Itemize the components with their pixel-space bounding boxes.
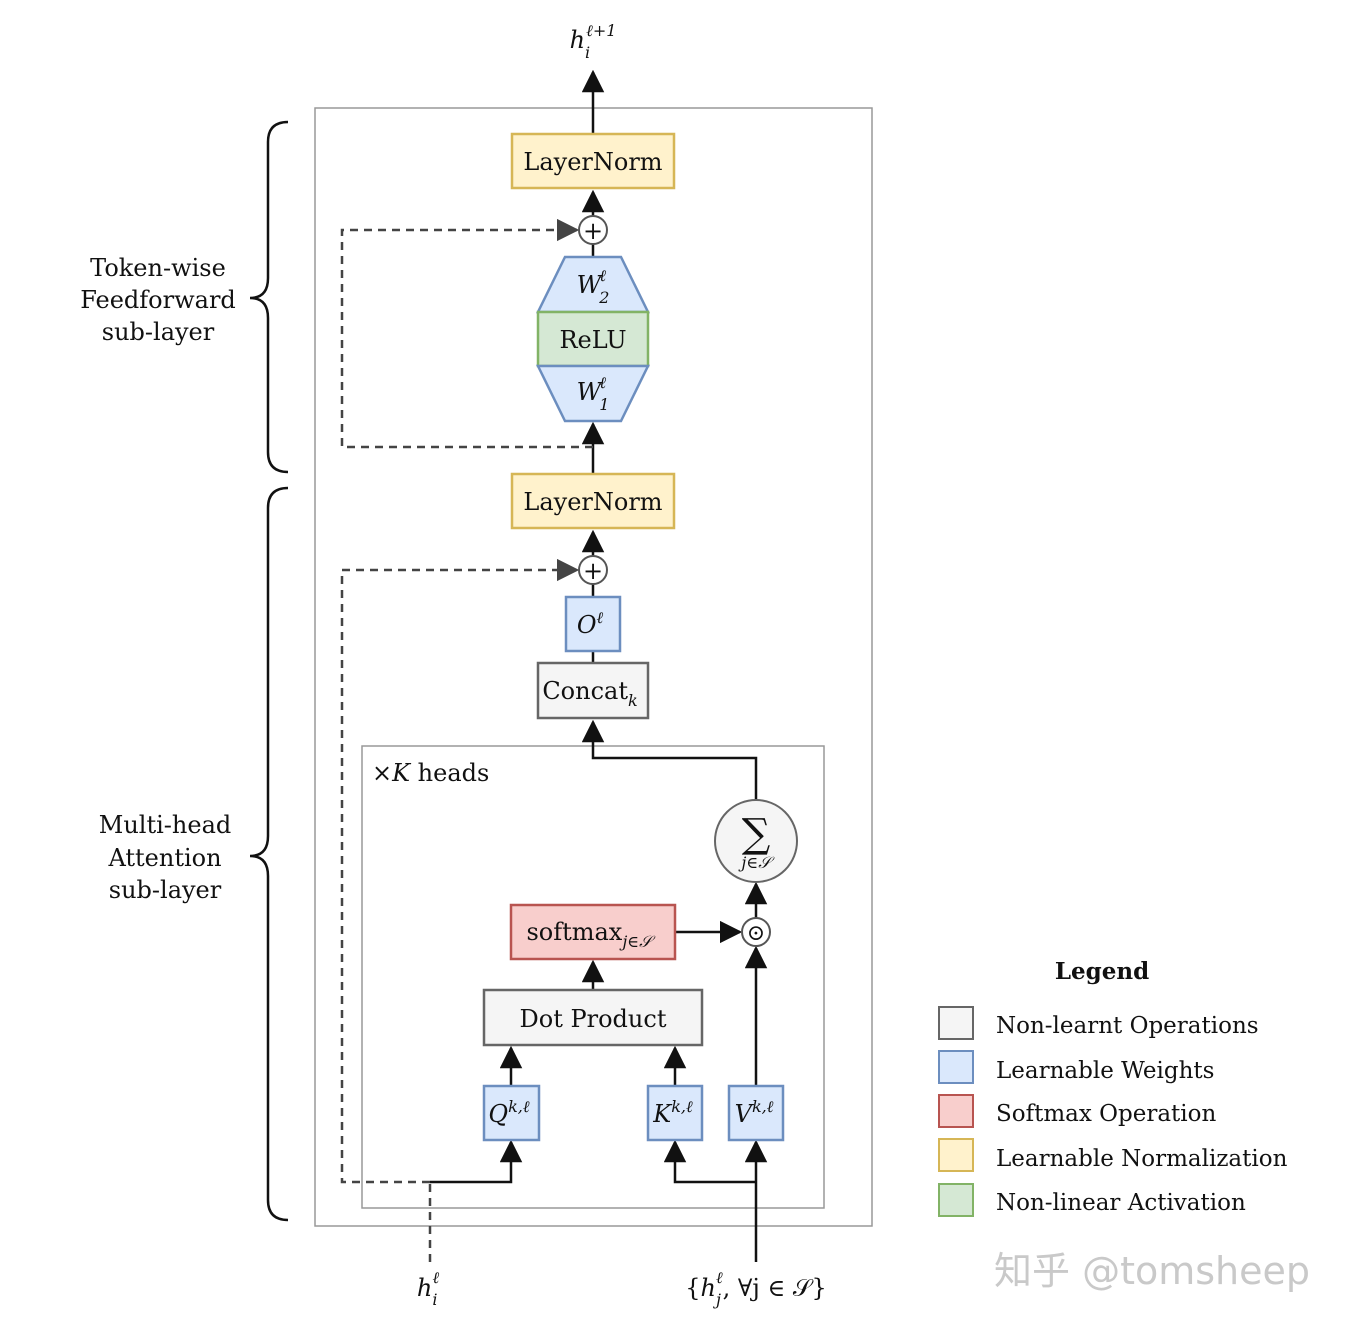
svg-text:Concatk: Concatk <box>542 677 637 710</box>
svg-text:Dot Product: Dot Product <box>520 1005 667 1033</box>
legend-item: Non-linear Activation <box>938 1183 1246 1217</box>
mha-brace <box>249 486 289 1222</box>
svg-text:softmaxj∈𝒮: softmaxj∈𝒮 <box>526 918 656 951</box>
svg-text:j∈𝒮: j∈𝒮 <box>738 853 775 872</box>
output-projection-block: Oℓ <box>564 595 622 653</box>
ffn-sublayer-label: Token-wise Feedforward sub-layer <box>80 254 236 346</box>
svg-text:Qk,ℓ: Qk,ℓ <box>488 1097 529 1128</box>
output-label: hiℓ+1 <box>570 21 617 62</box>
svg-text:+: + <box>583 557 603 585</box>
svg-text:LayerNorm: LayerNorm <box>523 488 662 516</box>
heads-label: ×K heads <box>372 759 489 787</box>
svg-text:Learnable Weights: Learnable Weights <box>996 1058 1214 1084</box>
svg-text:Non-linear Activation: Non-linear Activation <box>996 1190 1246 1216</box>
sum-node: ∑ j∈𝒮 <box>714 799 798 883</box>
connections <box>430 69 768 1262</box>
residual-add-bottom: + <box>578 555 608 585</box>
ffn-brace <box>249 120 289 474</box>
layernorm-top-block: LayerNorm <box>510 132 676 190</box>
svg-text:sub-layer: sub-layer <box>109 876 222 904</box>
legend-swatch <box>938 1094 974 1128</box>
legend-item: Learnable Normalization <box>938 1138 1288 1172</box>
legend-item: Softmax Operation <box>938 1094 1217 1128</box>
legend-item: Non-learnt Operations <box>938 1006 1259 1040</box>
svg-text:Token-wise: Token-wise <box>90 254 226 282</box>
input-hi-label: hiℓ <box>417 1268 440 1309</box>
svg-text:Softmax Operation: Softmax Operation <box>996 1101 1217 1127</box>
svg-text:LayerNorm: LayerNorm <box>523 148 662 176</box>
legend-item: Learnable Weights <box>938 1050 1214 1084</box>
svg-text:Oℓ: Oℓ <box>577 608 604 639</box>
value-weight-block: Vk,ℓ <box>727 1084 785 1142</box>
svg-text:W2ℓ: W2ℓ <box>577 266 610 307</box>
legend-swatch <box>938 1050 974 1084</box>
legend: Legend Non-learnt Operations Learnable W… <box>938 958 1288 1217</box>
input-hj-label: {hjℓ, ∀j ∈ 𝒮} <box>685 1268 826 1309</box>
svg-text:Non-learnt Operations: Non-learnt Operations <box>996 1013 1259 1039</box>
w2-weight-block: W2ℓ <box>535 255 651 314</box>
legend-swatch <box>938 1138 974 1172</box>
svg-text:Kk,ℓ: Kk,ℓ <box>652 1097 693 1128</box>
mha-sublayer-label: Multi-head Attention sub-layer <box>99 811 231 904</box>
w1-weight-block: W1ℓ <box>535 364 651 423</box>
svg-text:Vk,ℓ: Vk,ℓ <box>735 1097 774 1128</box>
svg-text:W1ℓ: W1ℓ <box>577 373 610 414</box>
svg-text:+: + <box>583 217 603 245</box>
svg-text:Attention: Attention <box>107 844 221 872</box>
query-weight-block: Qk,ℓ <box>482 1084 541 1142</box>
legend-swatch <box>938 1183 974 1217</box>
dot-product-block: Dot Product <box>482 988 704 1047</box>
concat-block: Concatk <box>536 661 650 720</box>
svg-text:sub-layer: sub-layer <box>102 318 215 346</box>
legend-title: Legend <box>1055 958 1149 985</box>
key-weight-block: Kk,ℓ <box>646 1084 704 1142</box>
svg-text:Learnable Normalization: Learnable Normalization <box>996 1146 1288 1172</box>
layernorm-bottom-block: LayerNorm <box>510 472 676 530</box>
residual-add-top: + <box>578 215 608 245</box>
legend-swatch <box>938 1006 974 1040</box>
svg-text:⊙: ⊙ <box>747 921 765 946</box>
relu-block: ReLU <box>536 310 650 368</box>
softmax-block: softmaxj∈𝒮 <box>509 903 677 961</box>
svg-text:∑: ∑ <box>742 811 771 857</box>
svg-text:Feedforward: Feedforward <box>80 286 236 314</box>
residual-connections <box>340 218 593 1262</box>
weighted-product-node: ⊙ <box>741 917 771 947</box>
watermark: 知乎 @tomsheep <box>994 1249 1310 1293</box>
svg-text:ReLU: ReLU <box>559 326 626 354</box>
svg-text:Multi-head: Multi-head <box>99 811 231 839</box>
